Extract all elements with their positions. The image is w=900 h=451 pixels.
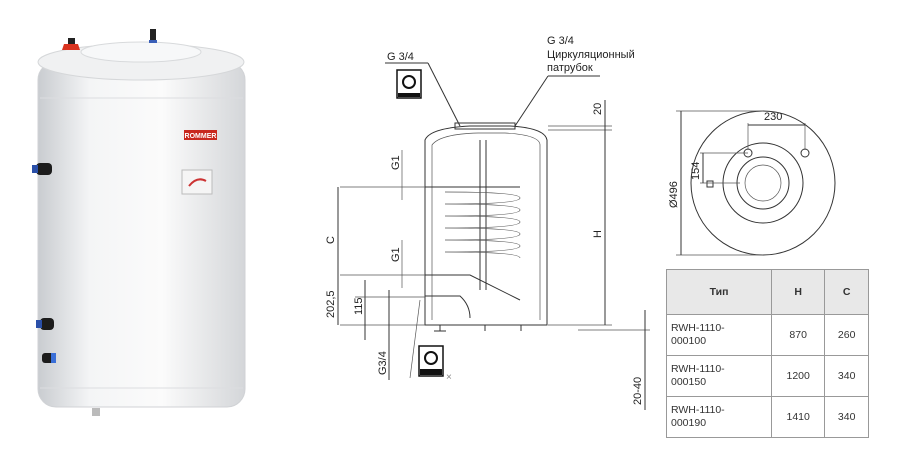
dim-top: 20 — [592, 103, 604, 115]
circulation-label-line1: Циркуляционный — [547, 49, 635, 61]
table-row: RWH-1110-000150 1200 340 — [665, 355, 869, 397]
cell-type: RWH-1110-000150 — [665, 355, 773, 397]
circulation-label-line2: патрубок — [547, 62, 593, 74]
dim-202-5: 202,5 — [325, 290, 337, 318]
model-spec-table: Тип H C RWH-1110-000100 870 260 RWH-1110… — [665, 269, 869, 438]
type-line2: 000190 — [671, 417, 707, 429]
type-line2: 000150 — [671, 376, 707, 388]
cell-c: 340 — [824, 355, 869, 397]
dim-c: C — [325, 236, 337, 244]
dim-154: 154 — [690, 162, 702, 180]
cell-h: 870 — [771, 314, 826, 356]
dim-h: H — [592, 230, 604, 238]
dim-feet: 20-40 — [632, 377, 644, 405]
type-line1: RWH-1110- — [671, 363, 725, 375]
svg-text:ROMMER: ROMMER — [185, 133, 217, 140]
thermometer-icon — [181, 169, 213, 195]
col-header-h: H — [771, 269, 826, 315]
col-header-type: Тип — [665, 269, 773, 315]
water-heater-image: ROMMER — [32, 29, 246, 416]
table-header-row: Тип H C — [665, 269, 869, 315]
g1-lower-label: G1 — [390, 247, 402, 262]
dim-230: 230 — [764, 111, 782, 123]
side-view-drawing: G 3/4 G 3/4 Циркуляционный патрубок 20 H… — [325, 35, 650, 410]
top-left-connection-label: G 3/4 — [387, 51, 414, 63]
top-right-connection-label: G 3/4 — [547, 35, 574, 47]
cell-type: RWH-1110-000190 — [665, 396, 773, 438]
cold-water-icon — [418, 345, 444, 377]
dim-diameter: Ø496 — [668, 181, 680, 208]
side-connector-bottom — [42, 353, 56, 363]
svg-text:×: × — [446, 372, 452, 383]
dim-115: 115 — [353, 297, 365, 315]
hot-water-icon — [396, 69, 422, 99]
heat-exchanger-coil — [425, 186, 521, 301]
top-view-drawing: 230 154 Ø496 — [668, 110, 836, 256]
bottom-connection-label: G3/4 — [377, 351, 389, 375]
cell-h: 1200 — [771, 355, 826, 397]
cell-c: 260 — [824, 314, 869, 356]
cell-c: 340 — [824, 396, 869, 438]
side-connector-lower — [36, 318, 54, 330]
table-row: RWH-1110-000100 870 260 — [665, 314, 869, 356]
type-line2: 000100 — [671, 335, 707, 347]
g1-upper-label: G1 — [390, 155, 402, 170]
col-header-c: C — [824, 269, 869, 315]
type-line1: RWH-1110- — [671, 404, 725, 416]
table-row: RWH-1110-000190 1410 340 — [665, 396, 869, 438]
type-line1: RWH-1110- — [671, 322, 725, 334]
drain-valve — [92, 408, 100, 416]
brand-logo — [184, 130, 217, 140]
cell-h: 1410 — [771, 396, 826, 438]
cell-type: RWH-1110-000100 — [665, 314, 773, 356]
side-connector-upper — [32, 163, 52, 175]
cold-outlet-pipe — [150, 29, 156, 42]
